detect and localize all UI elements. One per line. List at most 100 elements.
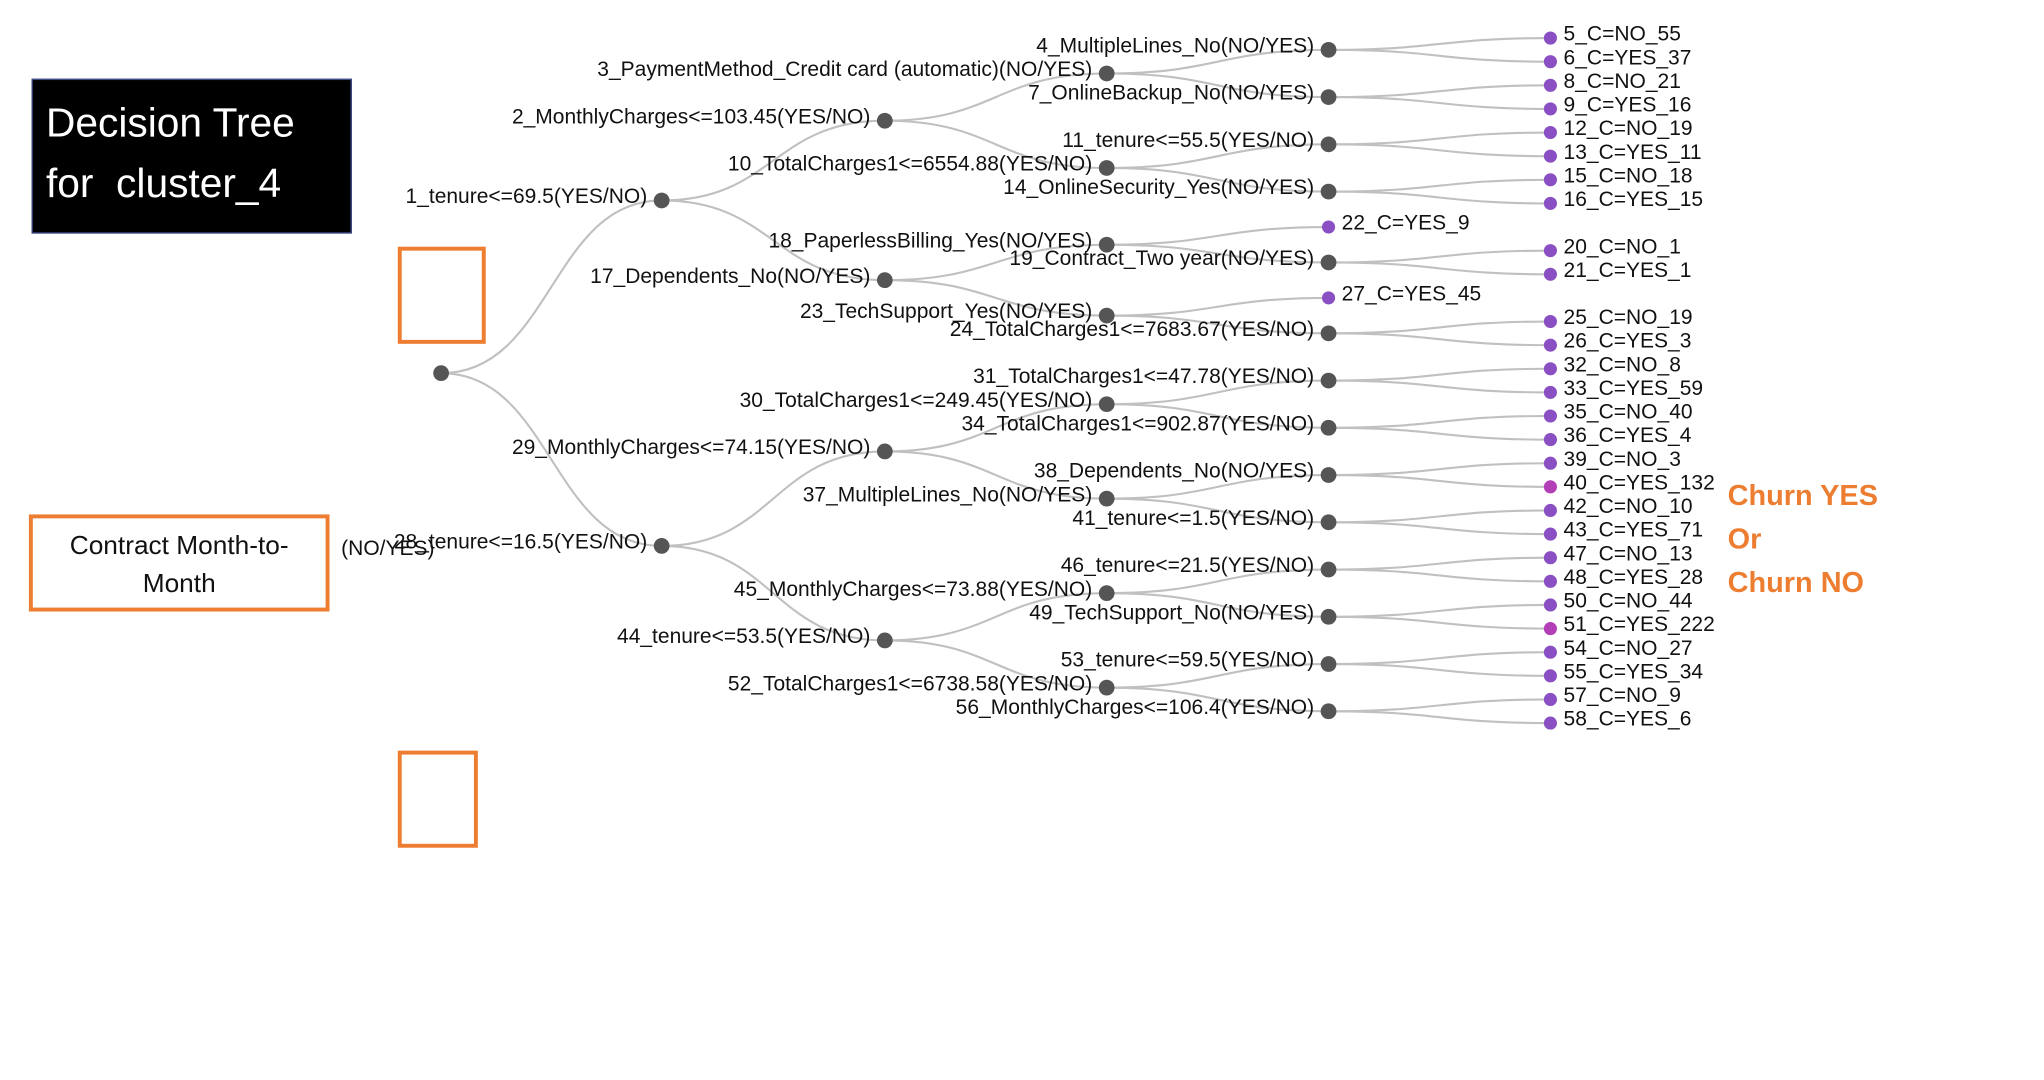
leaf-node-22-c-yes-9 [1321, 220, 1336, 234]
node-31-totalcharges1-47-78-yes-no [1320, 372, 1337, 389]
node-23-techsupport-yes-no-yes [1098, 307, 1115, 324]
leaf-node-58-c-yes-6 [1543, 716, 1557, 730]
node-29-monthlycharges-74-15-yes-no [876, 443, 893, 460]
node-label-28-tenure-16-5-yes-no: 28_tenure<=16.5(YES/NO) [394, 531, 647, 554]
node-label-52-totalcharges1-6738-58-yes-no: 52_TotalCharges1<=6738.58(YES/NO) [728, 672, 1092, 695]
leaf-node-20-c-no-1 [1543, 244, 1557, 258]
edge-to-7-onlinebackup-no-no-yes [1106, 72, 1329, 99]
node-label-25-c-no-19: 25_C=NO_19 [1564, 306, 1693, 329]
node-label-8-c-no-21: 8_C=NO_21 [1564, 70, 1681, 93]
node-label-49-techsupport-no-no-yes: 49_TechSupport_No(NO/YES) [1029, 601, 1314, 624]
edge-to-12-c-no-19 [1328, 131, 1551, 146]
leaf-node-16-c-yes-15 [1543, 196, 1557, 210]
edge-to-55-c-yes-34 [1328, 662, 1551, 677]
node-label-3-paymentmethod-credit-card-automatic-no-yes: 3_PaymentMethod_Credit card (automatic)(… [597, 58, 1092, 81]
leaf-node-42-c-no-10 [1543, 503, 1557, 518]
tree-edges [441, 37, 1551, 725]
edge-to-26-c-yes-3 [1328, 332, 1551, 347]
edge-to-15-c-no-18 [1328, 178, 1551, 193]
leaf-node-40-c-yes-132 [1543, 480, 1557, 494]
node-label-6-c-yes-37: 6_C=YES_37 [1564, 46, 1692, 69]
node-label-7-onlinebackup-no-no-yes: 7_OnlineBackup_No(NO/YES) [1028, 82, 1314, 105]
node-label-38-dependents-no-no-yes: 38_Dependents_No(NO/YES) [1034, 460, 1314, 483]
edge-to-20-c-no-1 [1328, 249, 1551, 264]
node-label-31-totalcharges1-47-78-yes-no: 31_TotalCharges1<=47.78(YES/NO) [973, 365, 1314, 388]
node-52-totalcharges1-6738-58-yes-no [1098, 679, 1115, 696]
node-label-1-tenure-69-5-yes-no: 1_tenure<=69.5(YES/NO) [406, 185, 648, 208]
node-label-12-c-no-19: 12_C=NO_19 [1564, 117, 1693, 140]
node-label-10-totalcharges1-6554-88-yes-no: 10_TotalCharges1<=6554.88(YES/NO) [728, 153, 1092, 176]
edge-to-24-totalcharges1-7683-67-yes-no [1106, 314, 1329, 335]
edge-to-33-c-yes-59 [1328, 379, 1551, 394]
edge-to-36-c-yes-4 [1328, 426, 1551, 441]
node-label-48-c-yes-28: 48_C=YES_28 [1564, 566, 1704, 589]
edge-to-19-contract-two-year-no-yes [1106, 243, 1329, 264]
node-45-monthlycharges-73-88-yes-no [1098, 585, 1115, 602]
leaf-node-57-c-no-9 [1543, 692, 1557, 707]
node-label-47-c-no-13: 47_C=NO_13 [1564, 542, 1693, 565]
node-label-2-monthlycharges-103-45-yes-no: 2_MonthlyCharges<=103.45(YES/NO) [512, 105, 870, 128]
node-label-44-tenure-53-5-yes-no: 44_tenure<=53.5(YES/NO) [617, 625, 870, 648]
node-label-42-c-no-10: 42_C=NO_10 [1564, 495, 1693, 518]
leaf-node-54-c-no-27 [1543, 645, 1557, 659]
leaf-node-21-c-yes-1 [1543, 267, 1557, 281]
edge-to-34-totalcharges1-902-87-yes-no [1106, 403, 1329, 429]
node-label-50-c-no-44: 50_C=NO_44 [1564, 590, 1693, 613]
edge-to-32-c-no-8 [1328, 367, 1551, 382]
node-label-23-techsupport-yes-no-yes: 23_TechSupport_Yes(NO/YES) [800, 300, 1092, 323]
leaf-node-50-c-no-44 [1543, 598, 1557, 612]
churn-annotation-line-3: Churn NO [1727, 565, 1865, 599]
node-label-37-multiplelines-no-no-yes: 37_MultipleLines_No(NO/YES) [803, 483, 1093, 506]
edge-to-23-techsupport-yes-no-yes [884, 279, 1107, 317]
node-label-39-c-no-3: 39_C=NO_3 [1564, 448, 1681, 471]
node-label-58-c-yes-6: 58_C=YES_6 [1564, 708, 1692, 731]
leaf-node-5-c-no-55 [1543, 31, 1557, 45]
edge-to-41-tenure-1-5-yes-no [1106, 497, 1329, 524]
node-label-20-c-no-1: 20_C=NO_1 [1564, 235, 1681, 258]
leaf-node-26-c-yes-3 [1543, 338, 1557, 352]
node-label-32-c-no-8: 32_C=NO_8 [1564, 353, 1681, 376]
node-label-27-c-yes-45: 27_C=YES_45 [1342, 283, 1482, 306]
edge-to-35-c-no-40 [1328, 414, 1551, 429]
edge-to-28-tenure-16-5-yes-no [441, 372, 662, 547]
node-19-contract-two-year-no-yes [1320, 254, 1337, 271]
node-label-17-dependents-no-no-yes: 17_Dependents_No(NO/YES) [590, 265, 870, 288]
node-2-monthlycharges-103-45-yes-no [876, 112, 893, 129]
edge-to-18-paperlessbilling-yes-no-yes [884, 243, 1107, 282]
edge-to-22-c-yes-9 [1106, 225, 1329, 246]
node-label-35-c-no-40: 35_C=NO_40 [1564, 401, 1693, 424]
node-label-9-c-yes-16: 9_C=YES_16 [1564, 94, 1692, 117]
node-label-14-onlinesecurity-yes-no-yes: 14_OnlineSecurity_Yes(NO/YES) [1003, 176, 1314, 199]
node-label-15-c-no-18: 15_C=NO_18 [1564, 164, 1693, 187]
churn-annotation: Churn YES Or Churn NO [1728, 474, 1878, 604]
churn-annotation-line-2: Or [1727, 522, 1762, 556]
leaf-node-8-c-no-21 [1543, 78, 1557, 92]
edge-to-14-onlinesecurity-yes-no-yes [1106, 166, 1329, 193]
node-46-tenure-21-5-yes-no [1320, 561, 1337, 578]
edge-to-30-totalcharges1-249-45-yes-no [884, 403, 1107, 453]
edge-to-3-paymentmethod-credit-card-automatic-no-yes [884, 72, 1107, 122]
root-node-label-box: Contract Month-to- Month [28, 514, 330, 612]
edge-to-46-tenure-21-5-yes-no [1106, 568, 1329, 595]
node-18-paperlessbilling-yes-no-yes [1098, 236, 1115, 253]
leaf-node-48-c-yes-28 [1543, 574, 1557, 588]
title-box: Decision Tree for cluster_4 [31, 78, 352, 234]
edge-to-40-c-yes-132 [1328, 474, 1551, 488]
edge-to-53-tenure-59-5-yes-no [1106, 662, 1329, 689]
tree-nodes: 5_C=NO_556_C=YES_374_MultipleLines_No(NO… [394, 23, 1715, 731]
node-label-51-c-yes-222: 51_C=YES_222 [1564, 613, 1715, 636]
edge-to-50-c-no-44 [1328, 603, 1551, 618]
node-label-33-c-yes-59: 33_C=YES_59 [1564, 377, 1704, 400]
node-10-totalcharges1-6554-88-yes-no [1098, 160, 1115, 176]
node-1-tenure-69-5-yes-no [653, 192, 670, 209]
edge-to-44-tenure-53-5-yes-no [661, 544, 885, 642]
node-49-techsupport-no-no-yes [1320, 608, 1337, 625]
edge-to-5-c-no-55 [1328, 37, 1551, 51]
node-label-41-tenure-1-5-yes-no: 41_tenure<=1.5(YES/NO) [1072, 507, 1314, 530]
leaf-node-39-c-no-3 [1543, 456, 1557, 470]
node-label-40-c-yes-132: 40_C=YES_132 [1564, 471, 1715, 494]
edge-to-47-c-no-13 [1328, 556, 1551, 571]
tenure-highlight-box-upper [397, 246, 486, 344]
